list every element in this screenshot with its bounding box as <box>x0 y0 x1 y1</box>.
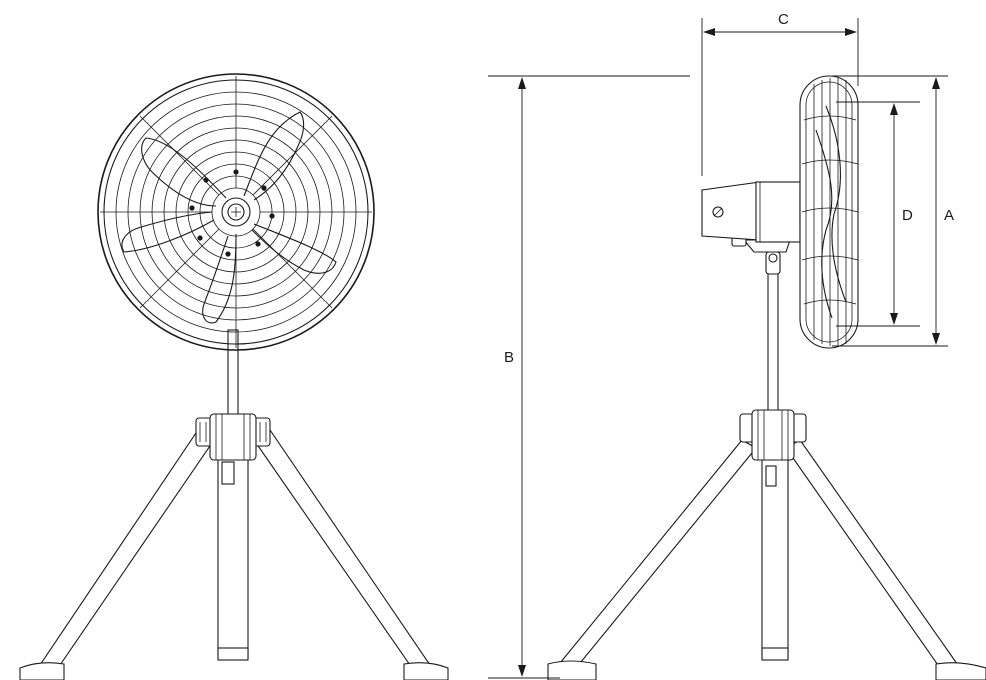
dimension-b: B <box>488 75 690 679</box>
front-hub <box>189 169 275 257</box>
dimension-a-label: A <box>944 207 954 224</box>
dimension-lines: A D B C <box>488 11 954 679</box>
front-fan-blades <box>121 111 337 324</box>
dimension-d: D <box>836 101 920 327</box>
front-view <box>19 73 449 680</box>
front-collar <box>195 413 271 461</box>
dimension-d-label: D <box>902 207 913 224</box>
dimension-b-label: B <box>504 349 514 366</box>
dimension-c-label: C <box>778 11 789 28</box>
front-feet <box>19 647 449 680</box>
dimension-c: C <box>701 11 859 176</box>
side-feet <box>547 647 986 680</box>
side-fan-guard <box>799 75 859 349</box>
side-tripod-legs <box>554 439 962 669</box>
front-tripod-legs <box>36 429 434 669</box>
side-pole <box>767 269 779 417</box>
dimension-a: A <box>832 75 954 347</box>
front-pole <box>227 329 239 417</box>
side-collar <box>739 409 807 461</box>
side-view <box>547 75 986 680</box>
side-motor-housing <box>701 181 809 243</box>
front-fan-guard <box>97 73 375 351</box>
